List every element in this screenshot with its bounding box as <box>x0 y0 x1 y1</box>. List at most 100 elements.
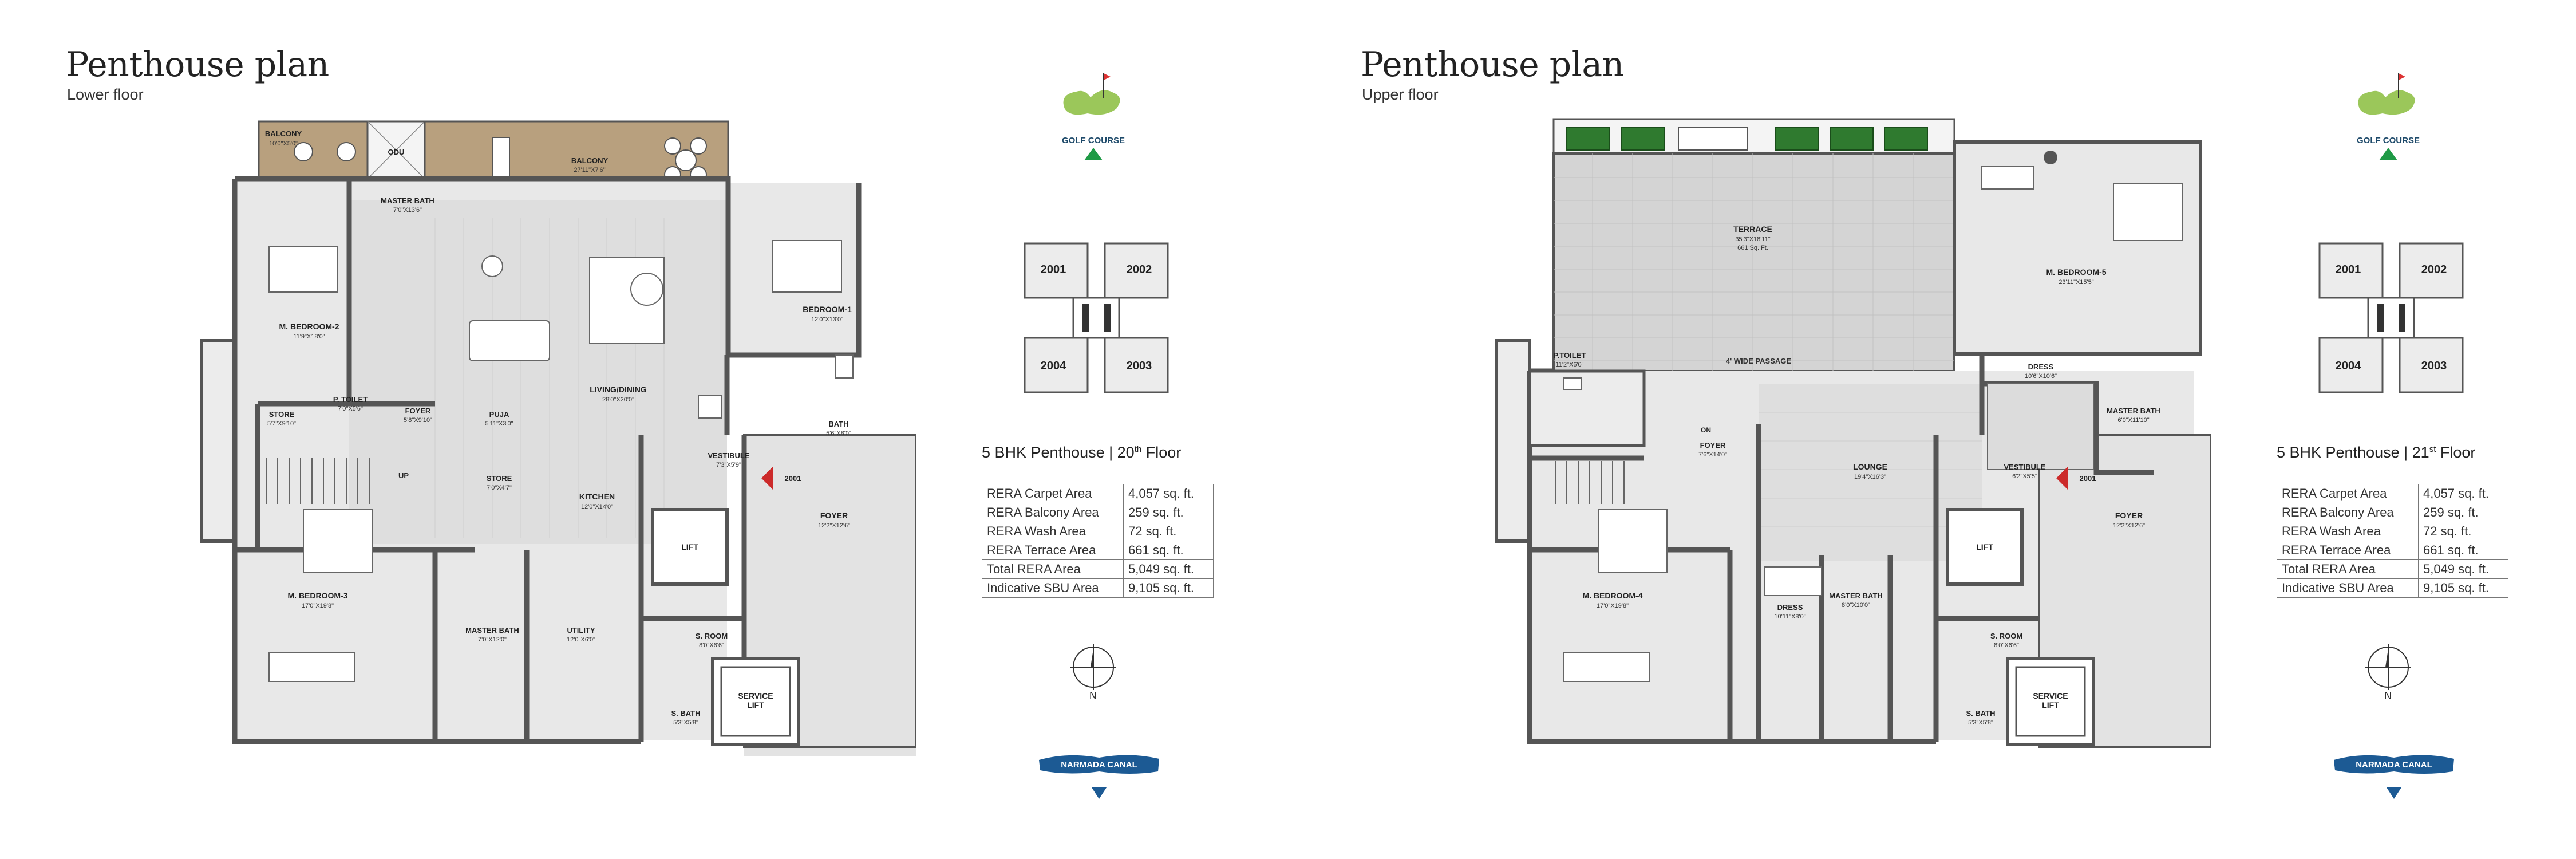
svg-text:LIVING/DINING: LIVING/DINING <box>590 385 647 394</box>
golf-course-marker: GOLF COURSE <box>1053 63 1133 166</box>
svg-text:STORE: STORE <box>269 410 295 419</box>
entry-arrow-icon <box>761 467 773 490</box>
svg-text:M. BEDROOM-3: M. BEDROOM-3 <box>288 591 348 600</box>
svg-text:S. BATH: S. BATH <box>1966 709 1995 718</box>
svg-text:27'11"X7'6": 27'11"X7'6" <box>574 167 605 174</box>
svg-text:FOYER: FOYER <box>2115 511 2143 520</box>
svg-text:KITCHEN: KITCHEN <box>579 492 615 501</box>
svg-text:P. TOILET: P. TOILET <box>333 395 368 404</box>
svg-text:5'3"X5'8": 5'3"X5'8" <box>1968 719 1993 726</box>
page-title: Penthouse plan <box>66 45 329 85</box>
svg-text:PUJA: PUJA <box>489 410 509 419</box>
svg-text:5'3"X5'8": 5'3"X5'8" <box>673 719 698 726</box>
canal-label: NARMADA CANAL <box>2356 760 2432 770</box>
svg-text:BALCONY: BALCONY <box>265 129 302 138</box>
svg-text:BATH: BATH <box>828 420 848 428</box>
key-unit-label: 2004 <box>2336 360 2361 372</box>
upper-floor-plan: TERRACE 35'3"X18'11" 661 Sq. Ft. M. BEDR… <box>1495 118 2211 748</box>
svg-text:7'0"X12'0": 7'0"X12'0" <box>478 636 507 643</box>
svg-text:LIFT: LIFT <box>747 700 764 710</box>
svg-text:5'7"X9'10": 5'7"X9'10" <box>267 420 296 427</box>
svg-text:MASTER BATH: MASTER BATH <box>1829 592 1883 600</box>
page-subtitle: Lower floor <box>67 86 144 103</box>
unit-type-heading: 5 BHK Penthouse | 21st Floor <box>2277 444 2476 461</box>
svg-text:17'0"X19'8": 17'0"X19'8" <box>1597 602 1629 609</box>
canal-label: NARMADA CANAL <box>1061 760 1137 770</box>
svg-text:661 Sq. Ft.: 661 Sq. Ft. <box>1737 245 1768 251</box>
svg-text:FOYER: FOYER <box>820 511 848 520</box>
svg-text:LOUNGE: LOUNGE <box>1853 462 1887 471</box>
svg-text:7'3"X5'9": 7'3"X5'9" <box>716 462 741 468</box>
left-panel: Penthouse plan Lower floor <box>66 45 1214 799</box>
svg-text:M. BEDROOM-2: M. BEDROOM-2 <box>279 322 339 331</box>
svg-text:FOYER: FOYER <box>1700 441 1726 450</box>
svg-text:5'6"X8'0": 5'6"X8'0" <box>826 430 851 437</box>
key-unit-label: 2003 <box>2421 360 2447 372</box>
svg-text:17'0"X19'8": 17'0"X19'8" <box>302 602 334 609</box>
svg-text:DRESS: DRESS <box>2028 362 2054 371</box>
svg-text:BEDROOM-1: BEDROOM-1 <box>803 305 852 314</box>
svg-text:2001: 2001 <box>2080 474 2096 483</box>
svg-text:11'2"X6'0": 11'2"X6'0" <box>1555 361 1583 368</box>
svg-text:MASTER BATH: MASTER BATH <box>381 196 434 205</box>
svg-text:7'0"X5'6": 7'0"X5'6" <box>338 405 363 412</box>
svg-text:UTILITY: UTILITY <box>567 626 595 635</box>
svg-text:ODU: ODU <box>388 148 405 156</box>
svg-text:12'2"X12'6": 12'2"X12'6" <box>2113 522 2145 529</box>
triangle-down-icon <box>1092 787 1107 799</box>
svg-text:BALCONY: BALCONY <box>571 156 609 165</box>
page-subtitle: Upper floor <box>1362 86 1439 103</box>
svg-text:FOYER: FOYER <box>405 407 431 415</box>
compass-north-label: N <box>1089 690 1097 702</box>
page-title: Penthouse plan <box>1361 45 1624 85</box>
narmada-canal-marker: NARMADA CANAL <box>1039 755 1159 799</box>
golf-course-label: GOLF COURSE <box>2356 136 2420 145</box>
svg-text:11'9"X18'0": 11'9"X18'0" <box>293 333 325 340</box>
svg-text:10'11"X8'0": 10'11"X8'0" <box>1774 613 1805 620</box>
svg-text:7'0"X4'7": 7'0"X4'7" <box>487 484 512 491</box>
key-unit-label: 2001 <box>2336 263 2361 276</box>
svg-text:VESTIBULE: VESTIBULE <box>2004 463 2046 471</box>
svg-text:28'0"X20'0": 28'0"X20'0" <box>602 396 634 403</box>
svg-text:LIFT: LIFT <box>681 542 698 551</box>
svg-text:M. BEDROOM-5: M. BEDROOM-5 <box>2046 267 2107 277</box>
svg-text:S. BATH: S. BATH <box>671 709 700 718</box>
triangle-up-icon <box>1084 148 1103 160</box>
svg-text:4' WIDE PASSAGE: 4' WIDE PASSAGE <box>1726 357 1791 365</box>
svg-text:VESTIBULE: VESTIBULE <box>708 451 750 460</box>
svg-text:5'8"X9'10": 5'8"X9'10" <box>404 417 432 424</box>
svg-text:5'11"X3'0": 5'11"X3'0" <box>485 420 513 427</box>
svg-text:LIFT: LIFT <box>2042 700 2059 710</box>
svg-text:10'6"X10'6": 10'6"X10'6" <box>2025 373 2057 380</box>
svg-text:10'0"X5'0": 10'0"X5'0" <box>269 140 298 147</box>
svg-text:8'0"X10'0": 8'0"X10'0" <box>1842 602 1870 609</box>
svg-text:DRESS: DRESS <box>1777 603 1803 612</box>
compass-icon <box>2365 644 2411 690</box>
golf-course-marker: GOLF COURSE <box>2348 63 2428 166</box>
svg-text:ON: ON <box>1701 426 1711 434</box>
compass-icon <box>1070 644 1116 690</box>
svg-text:35'3"X18'11": 35'3"X18'11" <box>1735 236 1770 243</box>
narmada-canal-marker: NARMADA CANAL <box>2334 755 2454 799</box>
svg-text:MASTER BATH: MASTER BATH <box>2107 407 2160 415</box>
svg-text:6'2"X5'5": 6'2"X5'5" <box>2012 473 2037 480</box>
svg-text:M. BEDROOM-4: M. BEDROOM-4 <box>1583 591 1643 600</box>
svg-text:S. ROOM: S. ROOM <box>696 632 728 640</box>
svg-text:SERVICE: SERVICE <box>2033 691 2068 700</box>
svg-text:SERVICE: SERVICE <box>738 691 773 700</box>
svg-text:12'0"X13'0": 12'0"X13'0" <box>811 316 843 323</box>
svg-text:MASTER BATH: MASTER BATH <box>465 626 519 635</box>
key-unit-label: 2001 <box>1041 263 1066 276</box>
svg-text:7'0"X13'6": 7'0"X13'6" <box>393 207 422 214</box>
key-unit-label: 2002 <box>1127 263 1152 276</box>
svg-text:6'0"X11'10": 6'0"X11'10" <box>2117 417 2149 424</box>
